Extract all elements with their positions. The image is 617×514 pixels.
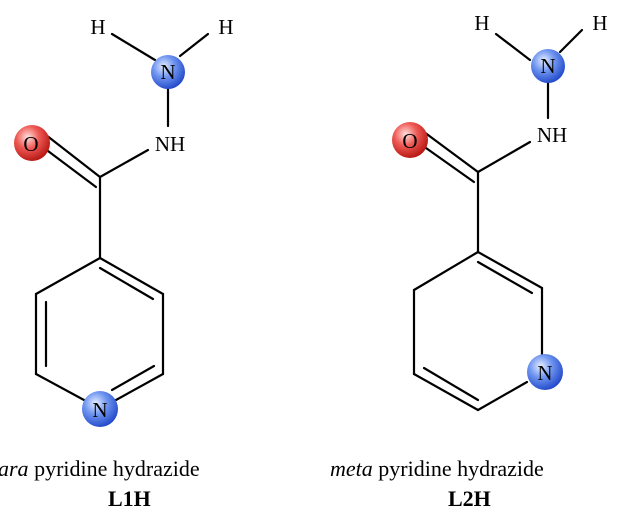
nitrogen-atom-sphere <box>151 55 185 89</box>
ring-bond <box>110 364 156 392</box>
atom-label-n-amine: N <box>540 54 555 78</box>
ring-bond <box>476 260 534 295</box>
ring-nitrogen-atom-sphere <box>82 391 118 427</box>
atom-label-h-left: H <box>474 11 489 35</box>
atom-label-n-amine: N <box>160 60 175 84</box>
caption-para: ara pyridine hydrazide <box>0 458 200 480</box>
ring-bond <box>422 366 480 402</box>
atom-label-h-right: H <box>592 11 607 35</box>
molecule-meta-pyridine-hydrazide: H H N NH O N <box>392 11 608 412</box>
bond-nh-carbonyl <box>98 148 150 179</box>
ring-bond <box>34 372 86 402</box>
atom-label-o: O <box>402 129 417 153</box>
caption-meta-prefix: meta <box>330 456 373 481</box>
bond-c-o-inner <box>424 146 476 184</box>
bond-c-o-outer <box>422 130 480 174</box>
caption-para-prefix: ara <box>0 456 29 481</box>
molecule-para-pyridine-hydrazide: H H N NH O N <box>14 15 234 427</box>
ring-bond <box>34 256 102 296</box>
ring-bond <box>412 250 480 292</box>
bond-c-o-outer <box>44 133 102 179</box>
atom-label-n-ring: N <box>92 398 107 422</box>
ring-bond <box>412 372 480 412</box>
ring-bond <box>476 380 529 412</box>
bond-h-n-right <box>558 28 584 54</box>
caption-meta: meta pyridine hydrazide <box>330 458 544 480</box>
atom-label-n-ring: N <box>537 361 552 385</box>
ring-bond <box>476 250 544 290</box>
atom-label-nh: NH <box>155 132 185 156</box>
ring-nitrogen-atom-sphere <box>527 354 563 390</box>
bond-c-o-inner <box>46 149 98 189</box>
atom-label-h-right: H <box>218 15 233 39</box>
bond-h-n-left <box>494 32 532 62</box>
atom-label-nh: NH <box>537 123 567 147</box>
atom-label-h-left: H <box>90 15 105 39</box>
caption-para-rest: pyridine hydrazide <box>28 456 200 481</box>
bond-nh-carbonyl <box>476 140 532 174</box>
nitrogen-atom-sphere <box>531 49 565 83</box>
oxygen-atom-sphere <box>14 125 50 161</box>
ring-bond <box>98 256 165 296</box>
compound-code-l2h: L2H <box>448 486 491 511</box>
oxygen-atom-sphere <box>392 122 428 158</box>
caption-meta-rest: pyridine hydrazide <box>372 456 544 481</box>
atom-label-o: O <box>23 132 38 156</box>
ring-bond <box>98 266 155 301</box>
bond-h-n-left <box>110 32 157 62</box>
ring-bond <box>114 372 165 402</box>
bond-h-n-right <box>178 32 210 58</box>
compound-code-l1h: L1H <box>108 486 151 511</box>
